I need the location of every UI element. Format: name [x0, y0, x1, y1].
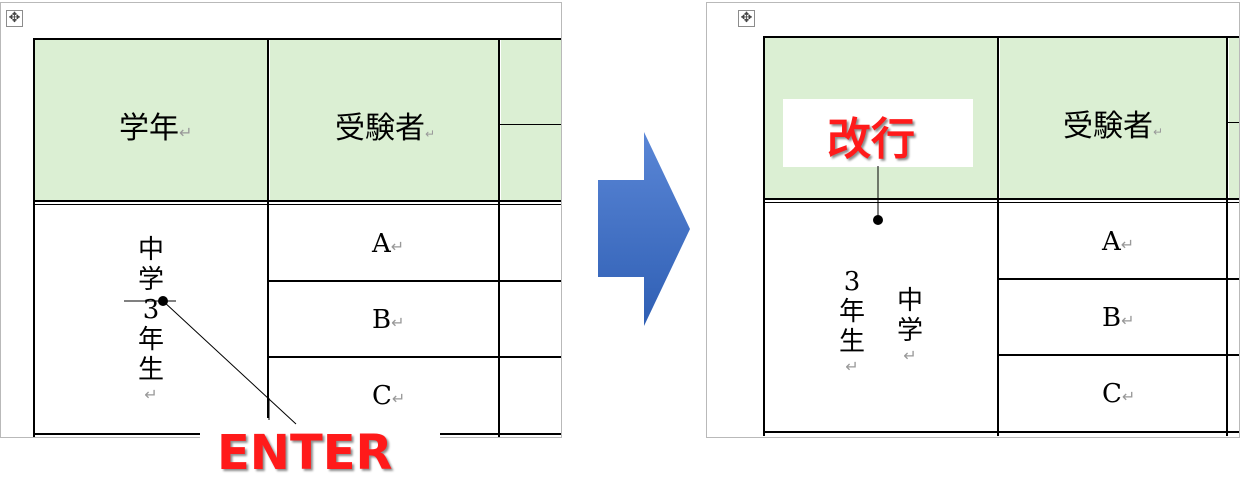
header-examinee-label: 受験者↵: [335, 111, 436, 146]
kaigyo-label-box: [783, 99, 973, 167]
col-border-1: [267, 38, 269, 437]
header-bottom-border: [763, 198, 1239, 200]
table-move-handle-icon[interactable]: ✥: [6, 10, 23, 27]
paragraph-mark-icon: ↵: [425, 127, 436, 141]
grade-vertical-text: 中 学 3 年 生 ↵: [134, 235, 168, 405]
grade-vertical-col-a: 3 年 生 ↵: [835, 267, 869, 377]
header-bottom-border-2: [763, 202, 1239, 203]
kaigyo-pointer-dot: [873, 215, 883, 225]
row-b-label: B↵: [372, 305, 405, 335]
table-top-border: [33, 38, 561, 40]
col-border-2: [498, 38, 500, 437]
header-cell-examinee: [270, 40, 498, 200]
paragraph-mark-icon: ↵: [1120, 235, 1135, 254]
cell-end-mark-icon: ↵: [144, 385, 158, 404]
right-arrow-icon: [598, 132, 690, 326]
left-document-page: ✥ 学年↵ 受験者↵ 中 学 3 年 生 ↵ A↵ B↵ C↵: [0, 2, 562, 438]
row-border-a: [998, 278, 1239, 280]
right-document-page: ✥ 改行 受験者↵ 3 年 生 ↵ 中 学 ↵ A↵ B↵ C↵: [706, 2, 1240, 438]
row-c-label: C↵: [372, 381, 406, 411]
row-border-b: [268, 356, 561, 358]
header-cell-grade: [35, 40, 267, 200]
header-cell-extra: [501, 40, 561, 200]
header-bottom-border-2: [33, 204, 561, 205]
table-top-border: [763, 36, 1239, 38]
header-grade-label: 学年↵: [119, 111, 193, 146]
paragraph-mark-icon: ↵: [391, 313, 405, 332]
paragraph-mark-icon: ↵: [1153, 125, 1164, 139]
kaigyo-annotation: 改行: [827, 114, 915, 165]
header-cell-extra: [1229, 38, 1239, 198]
table-move-handle-icon[interactable]: ✥: [738, 10, 755, 27]
enter-annotation: ENTER: [217, 425, 393, 481]
row-b-label: B↵: [1102, 303, 1135, 333]
header-examinee-label: 受験者↵: [1063, 109, 1164, 144]
paragraph-mark-icon: ↵: [1121, 387, 1136, 406]
paragraph-mark-icon: ↵: [391, 389, 406, 408]
header-split-border: [1226, 122, 1239, 123]
row-a-label: A↵: [372, 229, 405, 259]
paragraph-mark-icon: ↵: [845, 357, 859, 376]
row-border-b: [998, 354, 1239, 356]
header-cell-examinee: [1000, 38, 1226, 198]
paragraph-mark-icon: ↵: [179, 123, 193, 142]
col-border-left: [763, 36, 765, 436]
header-split-border: [498, 124, 561, 125]
row-c-label: C↵: [1102, 379, 1136, 409]
paragraph-mark-icon: ↵: [1121, 311, 1135, 330]
col-border-2: [1226, 36, 1228, 436]
row-border-a: [268, 280, 561, 282]
cell-end-mark-icon: ↵: [903, 346, 917, 365]
col-border-left: [33, 38, 35, 437]
row-a-label: A↵: [1102, 227, 1135, 257]
grade-vertical-col-b: 中 学 ↵: [893, 286, 927, 366]
enter-pointer-dot: [158, 296, 168, 306]
paragraph-mark-icon: ↵: [390, 237, 405, 256]
table-bottom-border: [763, 431, 1239, 433]
header-bottom-border: [33, 200, 561, 202]
col-border-1: [997, 36, 999, 436]
enter-label-box: [200, 418, 440, 488]
